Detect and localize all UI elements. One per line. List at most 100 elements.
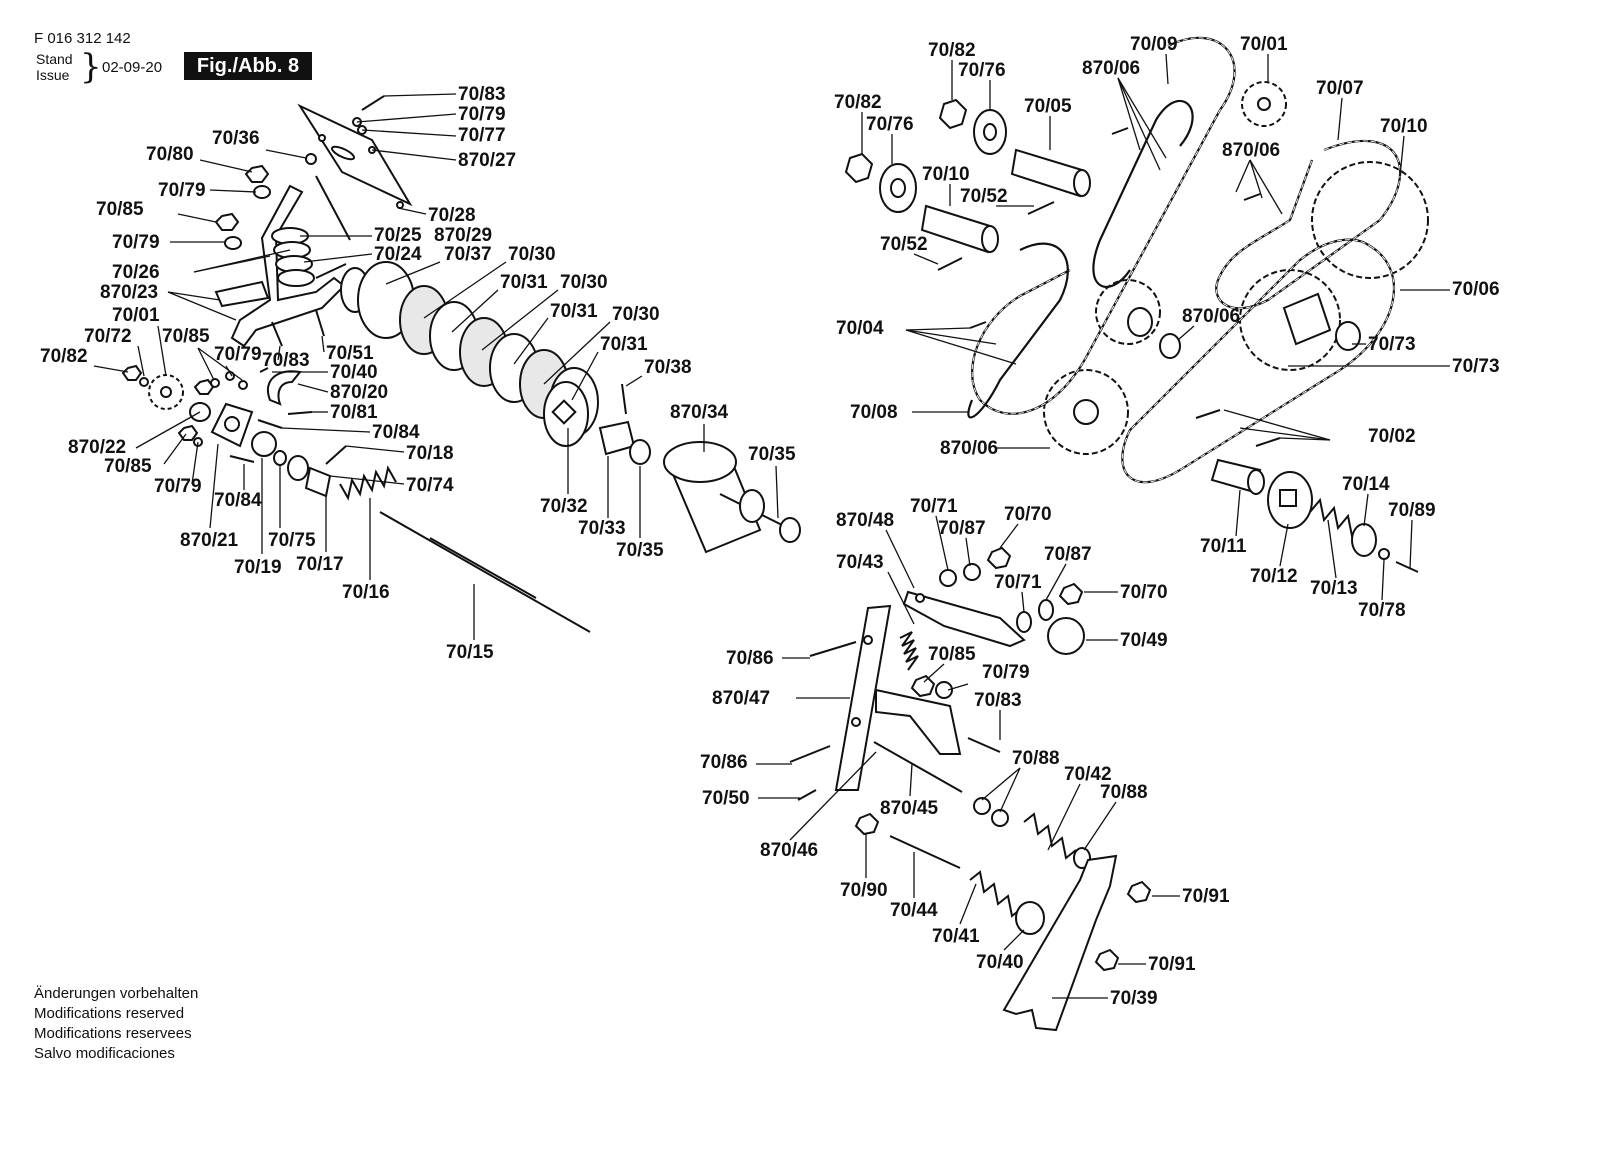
issue-date: 02-09-20 (102, 59, 163, 76)
part-callout: 70/79 (214, 344, 262, 365)
lever-assembly (789, 546, 1152, 1032)
part-callout: 70/72 (84, 326, 132, 347)
part-callout: 70/36 (212, 128, 260, 149)
leader-line (789, 751, 877, 841)
part-callout: 70/09 (1130, 34, 1178, 55)
leader-line (397, 207, 427, 215)
leader-line (167, 291, 221, 301)
part-callout: 70/24 (374, 244, 422, 265)
leader-line (297, 383, 329, 393)
note-es: Salvo modificaciones (34, 1045, 175, 1062)
note-de: Änderungen vorbehalten (34, 985, 199, 1002)
chain-drive-assembly (844, 36, 1429, 573)
part-callout: 70/52 (960, 186, 1008, 207)
part-callout: 70/78 (1358, 600, 1406, 621)
part-callout: 70/11 (1200, 536, 1247, 557)
leader-line (1363, 493, 1369, 527)
leader-line (1381, 559, 1385, 601)
leader-line (625, 375, 643, 387)
part-callout: 70/90 (840, 880, 888, 901)
leader-line (371, 149, 457, 161)
leader-line (887, 571, 915, 625)
part-callout: 870/45 (880, 798, 939, 819)
part-callout: 70/06 (1452, 279, 1500, 300)
part-callout: 70/01 (112, 305, 160, 326)
leader-line (1223, 409, 1331, 441)
spring-coil (271, 227, 315, 287)
fork-lever (1002, 854, 1118, 1032)
part-callout: 70/30 (612, 304, 660, 325)
part-callout: 70/43 (836, 552, 884, 573)
part-callout: 70/07 (1316, 78, 1364, 99)
leader-line (225, 365, 233, 377)
part-callout: 70/70 (1120, 582, 1168, 603)
part-callout: 70/91 (1182, 886, 1230, 907)
leader-line (345, 445, 405, 453)
leader-line (1249, 159, 1263, 199)
part-callout: 70/08 (850, 402, 898, 423)
leader-line (905, 327, 971, 331)
part-callout: 70/86 (700, 752, 748, 773)
leader-line (265, 149, 307, 159)
part-callout: 70/40 (976, 952, 1024, 973)
part-callout: 70/10 (922, 164, 970, 185)
part-callout: 70/12 (1250, 566, 1298, 587)
leader-line (423, 261, 507, 319)
part-callout: 70/01 (1240, 34, 1288, 55)
leader-line (909, 763, 913, 797)
leader-line (1165, 53, 1169, 85)
leader-line (965, 537, 971, 567)
leader-line (356, 113, 457, 123)
leader-line (923, 663, 945, 683)
document-number: F 016 312 142 (34, 30, 131, 47)
part-callout: 70/14 (1342, 474, 1390, 495)
part-callout: 70/71 (910, 496, 958, 517)
leader-line (905, 329, 997, 345)
part-callout: 70/87 (938, 518, 986, 539)
part-callout: 70/15 (446, 642, 494, 663)
part-callout: 70/30 (508, 244, 556, 265)
part-callout: 70/33 (578, 518, 626, 539)
leader-line (1117, 77, 1161, 171)
leader-line (543, 321, 611, 385)
part-callout: 70/41 (932, 926, 980, 947)
part-callout: 870/23 (100, 282, 158, 303)
leader-line (947, 683, 969, 691)
leader-line (1083, 801, 1117, 851)
leader-line (361, 129, 457, 137)
part-callout: 870/21 (180, 530, 239, 551)
part-callout: 70/79 (154, 476, 202, 497)
part-callout: 70/75 (268, 530, 316, 551)
leader-line (1021, 591, 1025, 613)
figure-badge: Fig./Abb. 8 (184, 52, 312, 80)
leader-line (167, 291, 237, 321)
part-callout: 70/26 (112, 262, 160, 283)
part-callout: 70/81 (330, 402, 378, 423)
leader-line (193, 249, 291, 273)
part-callout: 870/34 (670, 402, 729, 423)
leader-line (1239, 427, 1331, 441)
leader-line (981, 767, 1021, 801)
leader-line (1327, 519, 1337, 579)
part-callout: 70/50 (702, 788, 750, 809)
leader-line (197, 347, 243, 381)
part-callout: 70/77 (458, 125, 506, 146)
part-callout: 70/19 (234, 557, 282, 578)
part-callout: 70/82 (834, 92, 882, 113)
part-callout: 70/84 (372, 422, 420, 443)
bracket-plate (297, 103, 413, 207)
issue-label: Issue (36, 67, 70, 83)
modification-notes: Änderungen vorbehalten Modifications res… (34, 984, 198, 1064)
leader-line (199, 159, 253, 173)
part-callout: 70/85 (104, 456, 152, 477)
part-callout: 70/74 (406, 475, 454, 496)
part-callout: 870/47 (712, 688, 770, 709)
leader-line (1235, 489, 1241, 537)
leader-line (451, 289, 499, 333)
leader-line (1279, 523, 1289, 567)
leader-line (303, 253, 373, 263)
leader-line (329, 475, 405, 485)
leader-line (177, 213, 217, 223)
part-callout: 70/79 (112, 232, 160, 253)
